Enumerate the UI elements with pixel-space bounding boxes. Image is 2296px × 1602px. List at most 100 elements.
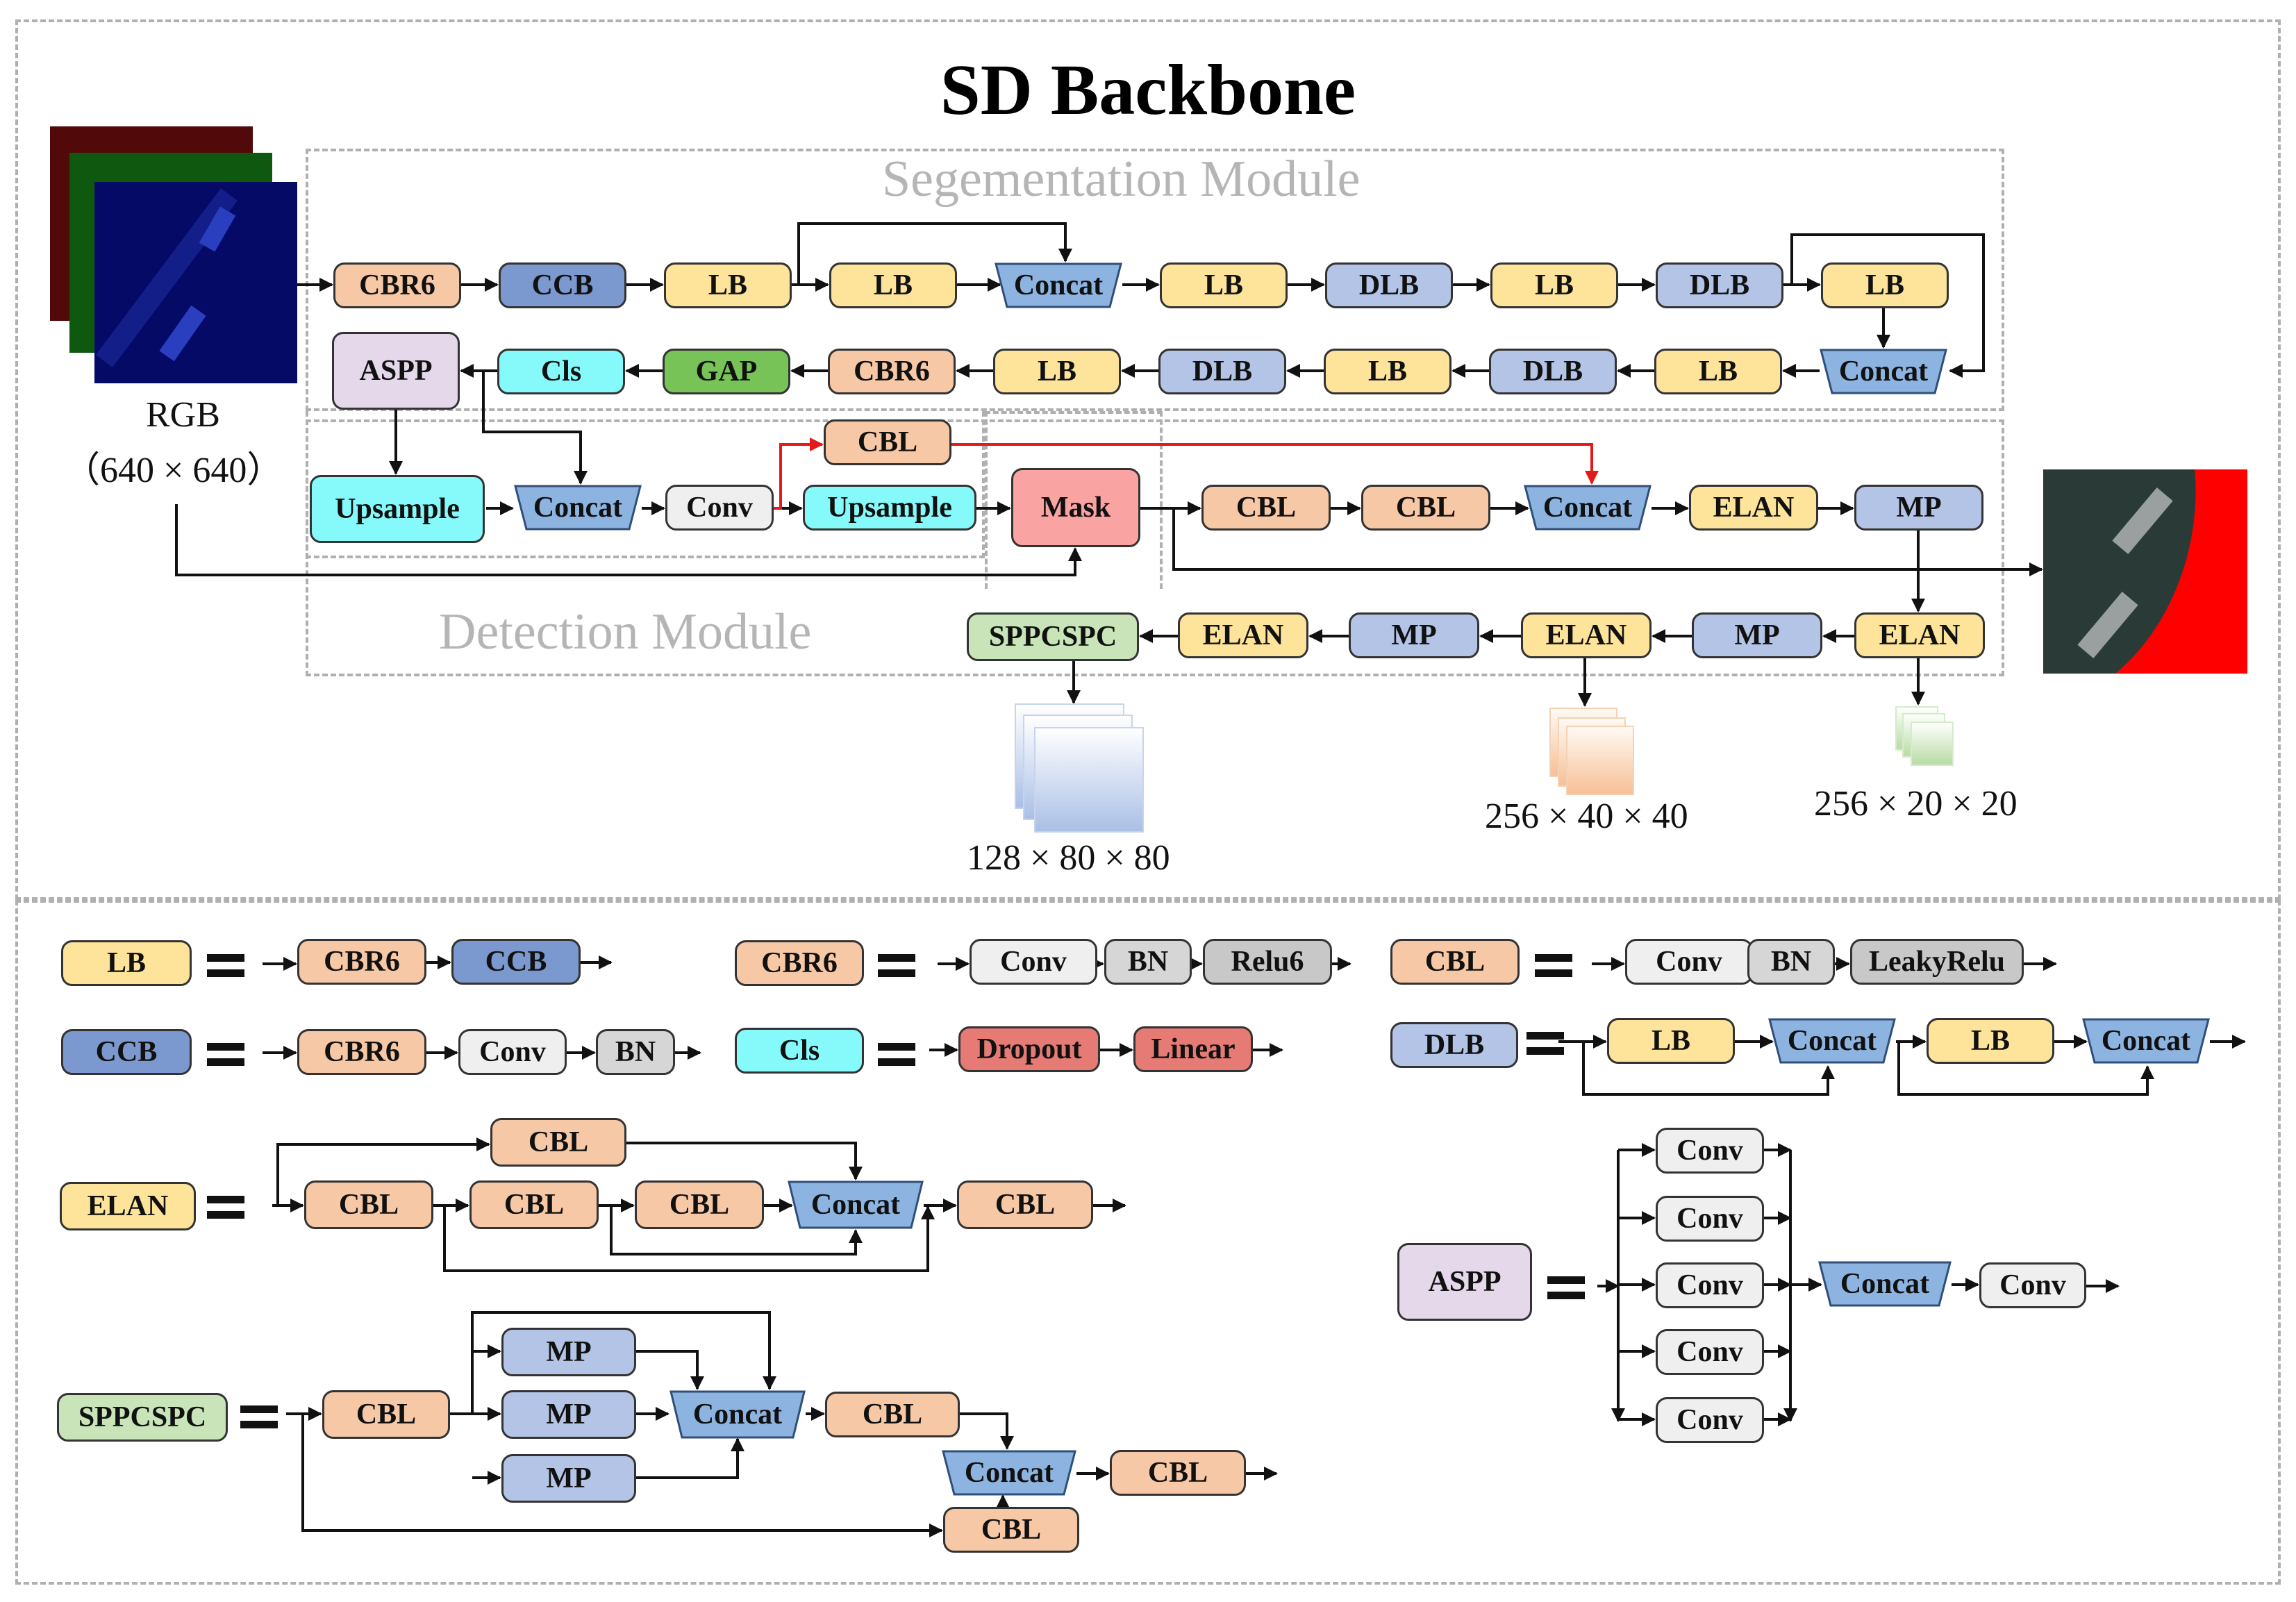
block-conv-l32: Conv [1656,1128,1764,1174]
block-lb-l22: LB [1927,1018,2054,1064]
block-aspp-n11: ASPP [332,332,460,410]
block-cls-l16: Cls [735,1028,864,1074]
block-label: Conv [1999,1269,2066,1301]
block-label: Concat [1013,269,1104,301]
block-label: Concat [964,1457,1054,1489]
block-label: DLB [1522,356,1583,387]
block-label: Upsample [827,492,952,524]
block-label: LB [1698,356,1738,387]
block-label: BN [1770,946,1812,978]
block-mask-n26: Mask [1011,468,1140,547]
block-concat-n20: Concat [1820,349,1947,394]
block-gap-n13: GAP [663,349,790,394]
block-label: MP [1391,619,1437,651]
block-label: MP [546,1399,592,1430]
block-label: LB [708,269,748,301]
feature-map-40 [1549,708,1634,795]
block-label: Conv [1677,1404,1743,1436]
block-label: Concat [810,1189,901,1221]
block-label: Conv [1677,1269,1743,1301]
input-size-label: （640 × 640） [64,451,283,490]
block-dlb-l19: DLB [1390,1022,1518,1068]
block-lb-l20: LB [1607,1018,1735,1064]
block-dlb-n18: DLB [1489,349,1617,394]
block-label: ELAN [1545,619,1627,651]
block-label: CBL [857,426,918,458]
block-concat-l44: Concat [669,1390,806,1439]
block-bn-l10: BN [1747,939,1835,985]
block-label: GAP [695,356,758,387]
block-cbl-n28: CBL [1361,485,1490,531]
block-label: CBL [1236,492,1297,524]
block-sppcspc-n32: SPPCSPC [967,612,1139,661]
block-conv-n23: Conv [665,485,774,531]
block-label: DLB [1424,1029,1485,1061]
block-label: CCB [531,269,594,301]
block-label: Concat [2101,1025,2191,1057]
block-cbl-l48: CBL [1110,1450,1246,1496]
block-label: Concat [1840,1268,1930,1300]
block-label: Concat [1542,492,1633,524]
block-label: Conv [1677,1203,1743,1235]
block-label: ASPP [1428,1266,1501,1298]
block-label: ELAN [1202,619,1284,651]
block-conv-l5: Conv [970,939,1097,985]
segmentation-module-label: Segementation Module [882,151,1361,208]
block-conv-l35: Conv [1656,1329,1764,1375]
block-ccb-l3: CCB [451,939,581,985]
block-label: CCB [485,946,547,978]
detection-module-frame [306,419,2004,676]
outer-frame-top [15,19,2281,900]
diagram-title: SD Backbone [940,50,1356,130]
block-label: Concat [692,1399,783,1430]
block-mp-l41: MP [501,1328,636,1376]
rgb-input-image [50,126,297,383]
output-size-40: 256 × 40 × 40 [1485,796,1688,836]
detection-module-label: Detection Module [439,603,812,660]
block-cbr6-n1: CBR6 [333,262,461,308]
block-label: CBL [356,1399,417,1430]
block-lb-n17: LB [1324,349,1451,394]
block-label: Mask [1040,492,1111,524]
block-lb-n8: LB [1490,262,1618,308]
block-label: Conv [1677,1336,1743,1368]
block-label: DLB [1689,269,1750,301]
block-label: ELAN [1713,492,1795,524]
block-label: Upsample [335,493,460,525]
block-label: LB [1367,356,1408,387]
block-label: Concat [1787,1025,1877,1057]
block-label: CBR6 [324,1036,400,1068]
block-cbl-l25: CBL [304,1180,433,1229]
block-bn-l6: BN [1104,939,1192,985]
block-cbl-l27: CBL [635,1180,764,1229]
block-label: Dropout [976,1033,1082,1065]
block-mp-n31: MP [1854,485,1983,531]
block-lb-n4: LB [829,262,957,308]
block-conv-l9: Conv [1625,939,1753,985]
block-label: DLB [1358,269,1420,301]
block-label: LB [1651,1025,1691,1057]
block-label: CBL [669,1189,730,1221]
block-mp-l43: MP [501,1454,636,1503]
block-label: SPPCSPC [988,621,1117,653]
block-label: CBR6 [324,946,400,978]
block-label: Cls [779,1035,820,1067]
block-elan-n30: ELAN [1689,485,1818,531]
block-lb-n15: LB [993,349,1121,394]
block-label: LB [873,269,913,301]
block-leakyrelu-l11: LeakyRelu [1850,939,2024,985]
block-ccb-n2: CCB [499,262,626,308]
block-concat-n22: Concat [514,485,642,531]
block-label: Relu6 [1231,946,1304,978]
block-conv-l38: Conv [1979,1262,2086,1308]
block-label: SPPCSPC [78,1401,207,1433]
block-cbl-l40: CBL [322,1390,450,1439]
block-label: LB [1204,269,1244,301]
block-label: CCB [95,1036,158,1068]
block-label: MP [1734,619,1780,651]
block-label: ASPP [359,355,433,387]
block-label: LB [1534,269,1574,301]
block-mp-n36: MP [1692,612,1822,658]
outer-frame-bottom [15,900,2281,1585]
